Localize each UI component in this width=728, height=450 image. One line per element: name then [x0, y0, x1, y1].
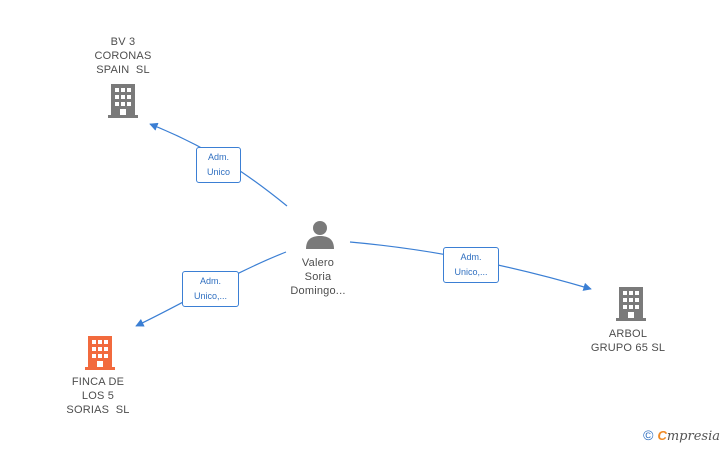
edge-label-line: Adm.	[207, 152, 229, 162]
node-label-finca[interactable]: FINCA DE LOS 5 SORIAS SL	[48, 375, 148, 417]
node-label-bv3[interactable]: BV 3 CORONAS SPAIN SL	[73, 35, 173, 77]
label-line: SPAIN SL	[96, 64, 150, 76]
copyright-symbol: ©	[643, 427, 654, 443]
node-label-arbol[interactable]: ARBOL GRUPO 65 SL	[578, 327, 678, 355]
label-line: ARBOL	[608, 328, 648, 340]
brand-logo-initial: C	[657, 428, 667, 443]
edge-label-arbol[interactable]: Adm. Unico,...	[443, 247, 499, 283]
edge-label-line: Adm.	[460, 252, 482, 262]
person-icon[interactable]	[305, 219, 335, 249]
label-line: CORONAS	[94, 50, 152, 62]
edge-label-line: Unico,...	[193, 291, 227, 301]
brand-logo-text: mpresia	[666, 429, 720, 444]
label-line: FINCA DE	[71, 376, 125, 388]
edge-label-line: Unico,...	[454, 267, 488, 277]
node-label-person[interactable]: Valero Soria Domingo...	[268, 256, 368, 298]
label-line: Domingo...	[290, 285, 346, 297]
label-line: Valero	[301, 257, 335, 269]
building-icon[interactable]	[108, 84, 138, 118]
label-line: GRUPO 65 SL	[590, 342, 666, 354]
building-icon[interactable]	[616, 287, 646, 321]
edge-label-bv3[interactable]: Adm. Unico	[196, 147, 241, 183]
edge-label-line: Unico	[206, 167, 230, 177]
label-line: LOS 5	[81, 390, 115, 402]
label-line: Soria	[304, 271, 332, 283]
empresia-watermark: ©Cmpresia	[643, 427, 720, 444]
edge-label-line: Adm.	[199, 276, 221, 286]
building-icon[interactable]	[85, 336, 115, 370]
label-line: SORIAS SL	[66, 404, 130, 416]
edge-label-finca[interactable]: Adm. Unico,...	[182, 271, 239, 307]
label-line: BV 3	[110, 36, 136, 48]
